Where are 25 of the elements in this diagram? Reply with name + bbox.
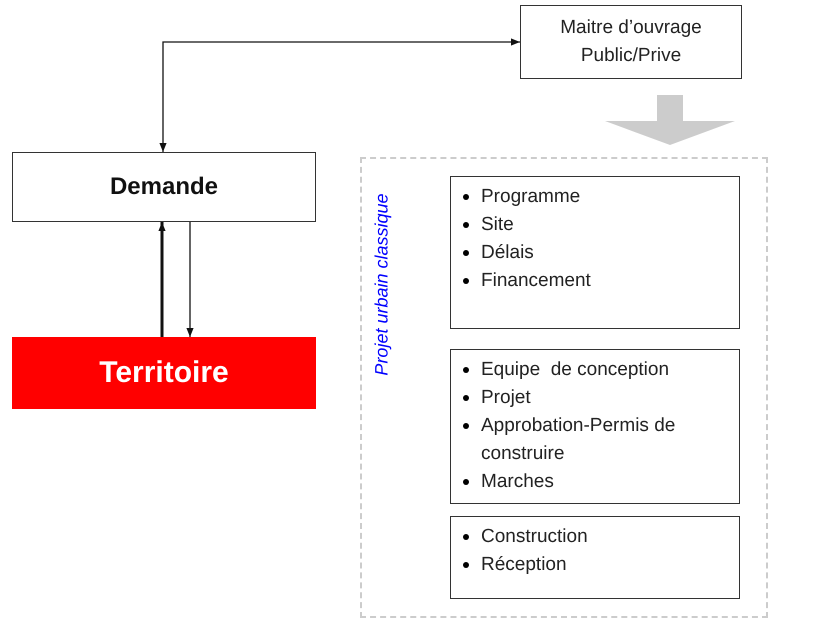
highlighted-box	[12, 337, 316, 409]
process-box	[520, 5, 742, 79]
list-item: Projet	[459, 384, 731, 412]
list-item: Délais	[459, 239, 731, 267]
arrow	[186, 222, 194, 337]
box-label: Territoire	[99, 356, 229, 390]
list-item: Financement	[459, 267, 731, 295]
list-item: Programme	[459, 183, 731, 211]
list-item: Réception	[459, 551, 731, 579]
process-box	[12, 152, 316, 222]
list-item: Marches	[459, 468, 731, 496]
bullet-list-box	[450, 176, 740, 329]
bullet-list-box	[450, 516, 740, 599]
box-label: Demande	[110, 173, 218, 201]
list-item: Equipe de conception	[459, 356, 731, 384]
group-title: Projet urbain classique	[372, 192, 392, 378]
list-item: Approbation-Permis de construire	[459, 412, 731, 468]
dashed-group-frame	[360, 157, 768, 618]
list-item: Site	[459, 211, 731, 239]
bullet-list-box	[450, 349, 740, 504]
block-arrow	[605, 95, 735, 145]
arrow	[159, 38, 520, 152]
list-item: Construction	[459, 523, 731, 551]
box-label: Maitre d’ouvrage Public/Prive	[559, 16, 703, 68]
arrow	[158, 222, 166, 337]
